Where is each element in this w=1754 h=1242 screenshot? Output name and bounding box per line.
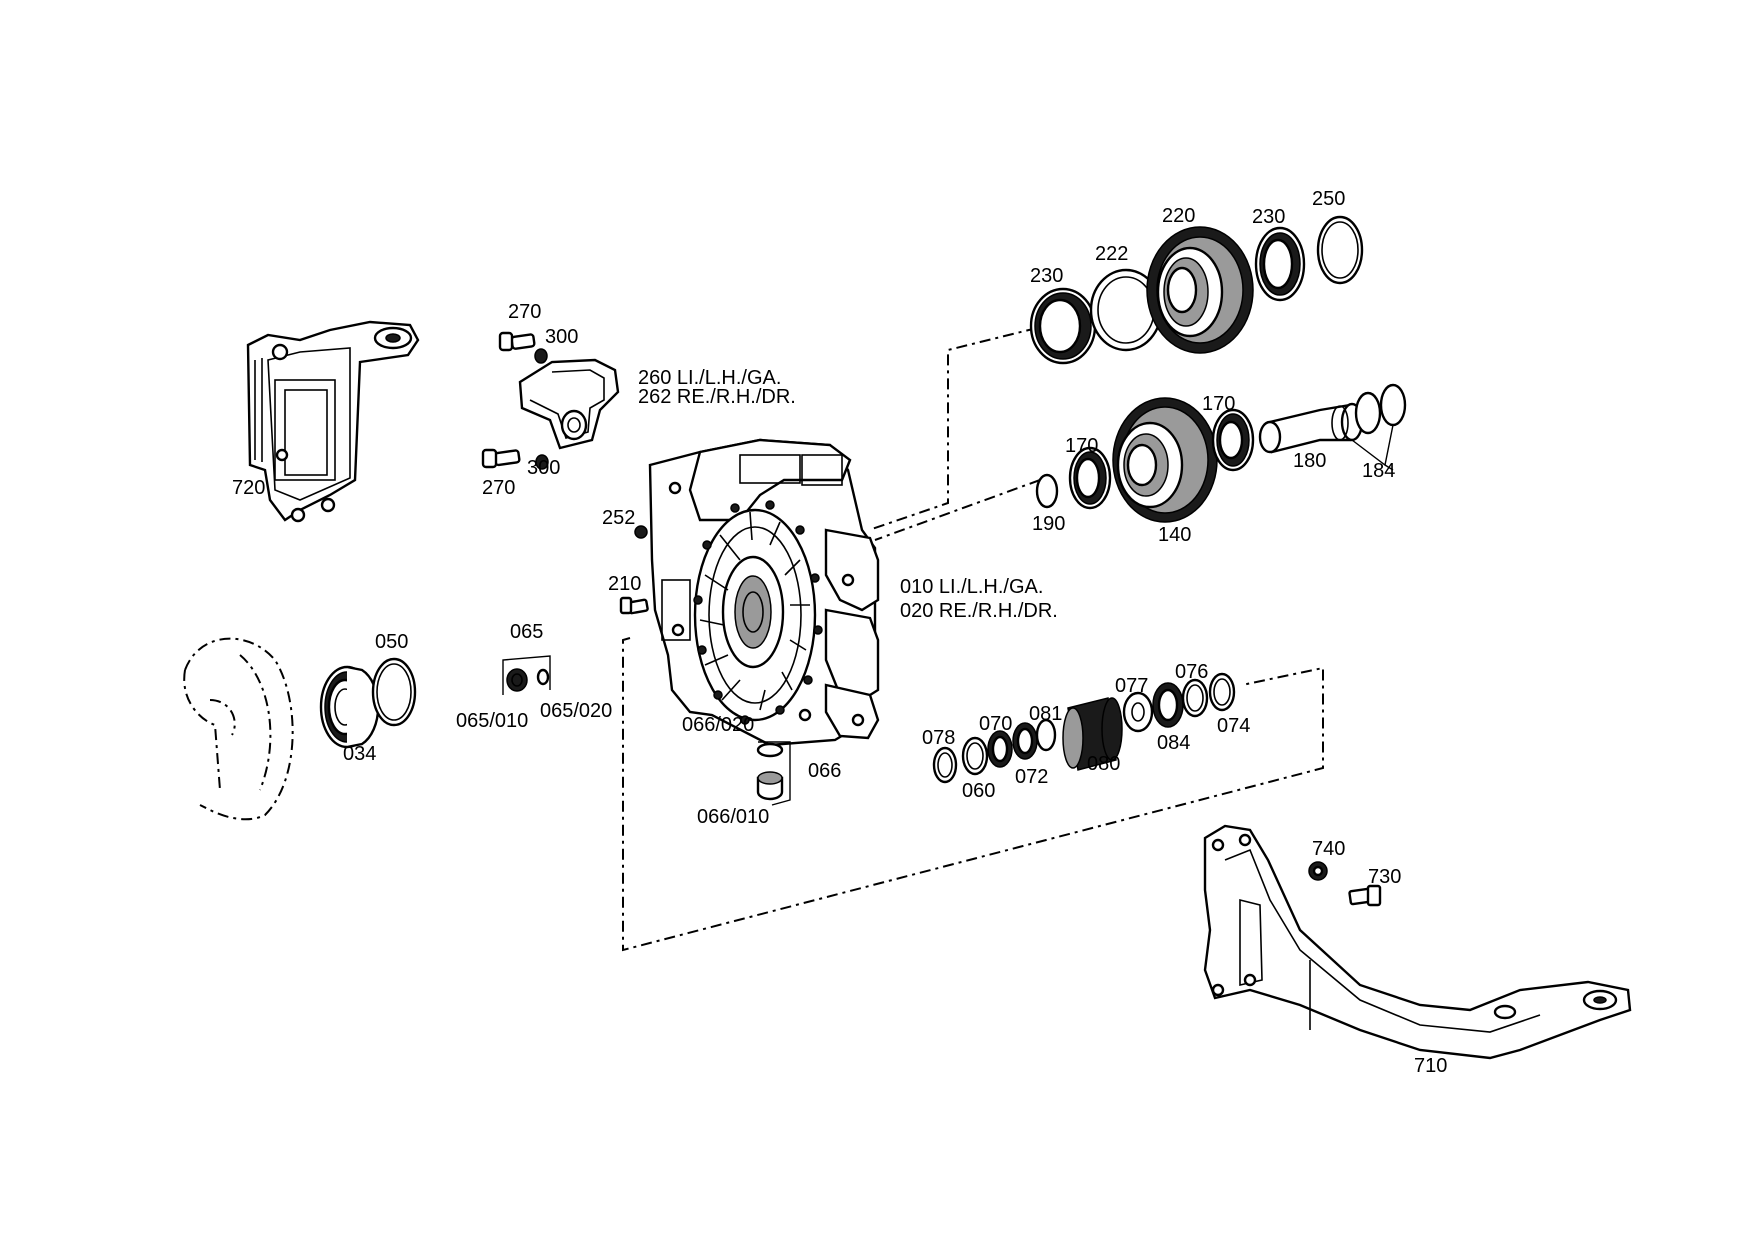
label-076: 076 bbox=[1175, 661, 1208, 683]
label-066: 066 bbox=[808, 760, 841, 782]
part-077-ring bbox=[1122, 691, 1154, 733]
part-084-bearing bbox=[1152, 682, 1184, 728]
label-060: 060 bbox=[962, 780, 995, 802]
label-220: 220 bbox=[1162, 205, 1195, 227]
label-210: 210 bbox=[608, 573, 641, 595]
part-170-bearing-a bbox=[1068, 446, 1112, 510]
part-070-ring bbox=[987, 730, 1013, 768]
part-300-washer-bottom bbox=[535, 454, 549, 470]
label-070: 070 bbox=[979, 713, 1012, 735]
label-066-020: 066/020 bbox=[682, 714, 754, 736]
label-230-a: 230 bbox=[1030, 265, 1063, 287]
part-270-bolt-top bbox=[498, 331, 536, 352]
label-010: 010 LI./L.H./GA. bbox=[900, 576, 1043, 598]
part-010-main-housing bbox=[648, 438, 880, 747]
part-074-ring bbox=[1208, 672, 1236, 712]
part-050-ring bbox=[371, 657, 417, 727]
label-084: 084 bbox=[1157, 732, 1190, 754]
label-300-bottom: 300 bbox=[527, 457, 560, 479]
label-180: 180 bbox=[1293, 450, 1326, 472]
label-140: 140 bbox=[1158, 524, 1191, 546]
part-710-beam bbox=[1203, 824, 1632, 1060]
part-078-ring bbox=[932, 746, 958, 784]
part-220-gear bbox=[1146, 226, 1254, 354]
label-050: 050 bbox=[375, 631, 408, 653]
assembly-lines bbox=[622, 327, 1324, 952]
part-190-ring bbox=[1035, 473, 1059, 509]
part-210-screw bbox=[619, 596, 649, 615]
label-300-top: 300 bbox=[545, 326, 578, 348]
part-720-bracket bbox=[246, 320, 420, 523]
label-710: 710 bbox=[1414, 1055, 1447, 1077]
part-066-assembly bbox=[756, 741, 791, 806]
part-250-ring bbox=[1316, 215, 1364, 285]
label-066-010: 066/010 bbox=[697, 806, 769, 828]
part-230-bearing-a bbox=[1029, 287, 1097, 365]
part-230-bearing-b bbox=[1254, 226, 1306, 302]
label-074: 074 bbox=[1217, 715, 1250, 737]
part-180-shaft bbox=[1258, 402, 1364, 454]
label-222: 222 bbox=[1095, 243, 1128, 265]
label-170-a: 170 bbox=[1065, 435, 1098, 457]
labels: 270 300 260 LI./L.H./GA. 262 RE./R.H./DR… bbox=[232, 188, 1447, 1077]
part-270-bolt-bottom bbox=[481, 448, 521, 469]
label-740: 740 bbox=[1312, 838, 1345, 860]
label-078: 078 bbox=[922, 727, 955, 749]
label-262: 262 RE./R.H./DR. bbox=[638, 386, 796, 408]
label-730: 730 bbox=[1368, 866, 1401, 888]
label-081: 081 bbox=[1029, 703, 1062, 725]
leader-lines bbox=[1384, 464, 1394, 471]
part-076-ring bbox=[1181, 678, 1209, 718]
label-020: 020 RE./R.H./DR. bbox=[900, 600, 1058, 622]
label-230-b: 230 bbox=[1252, 206, 1285, 228]
label-034: 034 bbox=[343, 743, 376, 765]
label-184: 184 bbox=[1362, 460, 1395, 482]
label-252: 252 bbox=[602, 507, 635, 529]
label-072: 072 bbox=[1015, 766, 1048, 788]
part-740-washer bbox=[1308, 861, 1328, 881]
label-250: 250 bbox=[1312, 188, 1345, 210]
part-300-washer-top bbox=[534, 348, 548, 364]
label-080: 080 bbox=[1087, 753, 1120, 775]
part-252-plug bbox=[634, 525, 648, 539]
label-170-b: 170 bbox=[1202, 393, 1235, 415]
part-081-ring bbox=[1035, 718, 1057, 752]
label-260: 260 LI./L.H./GA. bbox=[638, 367, 781, 389]
part-065-assembly bbox=[502, 655, 551, 695]
part-060-ring bbox=[961, 736, 989, 776]
label-065-020: 065/020 bbox=[540, 700, 612, 722]
part-080-shaft bbox=[1062, 697, 1123, 771]
adjacent-housing-phantom bbox=[183, 637, 294, 821]
label-065-010: 065/010 bbox=[456, 710, 528, 732]
label-077: 077 bbox=[1115, 675, 1148, 697]
label-065: 065 bbox=[510, 621, 543, 643]
label-720: 720 bbox=[232, 477, 265, 499]
label-190: 190 bbox=[1032, 513, 1065, 535]
part-170-bearing-b bbox=[1211, 408, 1255, 472]
part-730-bolt bbox=[1348, 884, 1382, 907]
part-034-bearing bbox=[319, 665, 380, 749]
part-140-gear bbox=[1112, 397, 1218, 523]
label-270-bottom: 270 bbox=[482, 477, 515, 499]
part-260-bracket bbox=[518, 358, 620, 450]
label-270-top: 270 bbox=[508, 301, 541, 323]
part-184-rings bbox=[1351, 383, 1407, 467]
part-072-ring bbox=[1012, 722, 1038, 760]
